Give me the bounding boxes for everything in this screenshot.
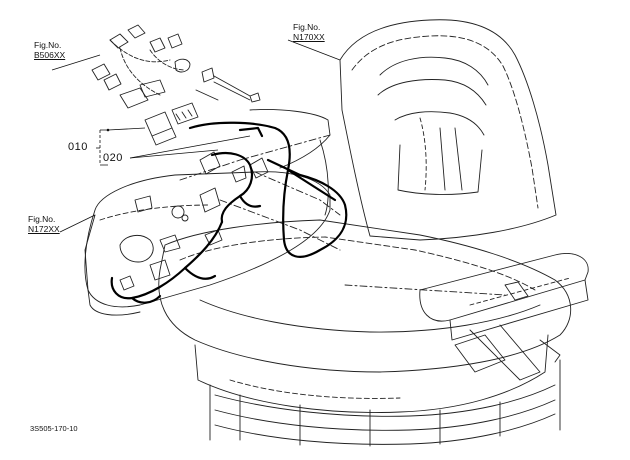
fig-ref-b506-number: B506XX: [34, 50, 66, 60]
drawing-id: 3S505-170-10: [30, 424, 78, 433]
fig-ref-n170-number: N170XX: [293, 32, 325, 42]
armrest: [419, 253, 589, 381]
fig-ref-n170-title: Fig.No.: [293, 22, 321, 32]
fig-ref-n172: Fig.No. N172XX: [28, 214, 60, 234]
callout-dot: [106, 128, 110, 132]
fig-ref-n172-number: N172XX: [28, 224, 60, 234]
fig-ref-b506: Fig.No. B506XX: [34, 40, 65, 60]
routing-guides: [179, 134, 506, 296]
fig-ref-n172-title: Fig.No.: [28, 214, 56, 224]
part-callout-020: 020: [103, 152, 123, 164]
seat-suspension: [209, 359, 561, 447]
reference-harness-parts: [91, 24, 261, 109]
callout-leaders: [51, 39, 341, 233]
part-callout-010: 010: [68, 141, 88, 153]
fig-ref-n170: Fig.No. N170XX: [293, 22, 325, 42]
fig-ref-b506-title: Fig.No.: [34, 40, 62, 50]
seat-cushion: [158, 219, 572, 413]
control-console: [84, 109, 331, 316]
wire-harness-020: [110, 121, 348, 304]
connector-010: [144, 102, 199, 146]
seat-backrest: [339, 19, 557, 241]
